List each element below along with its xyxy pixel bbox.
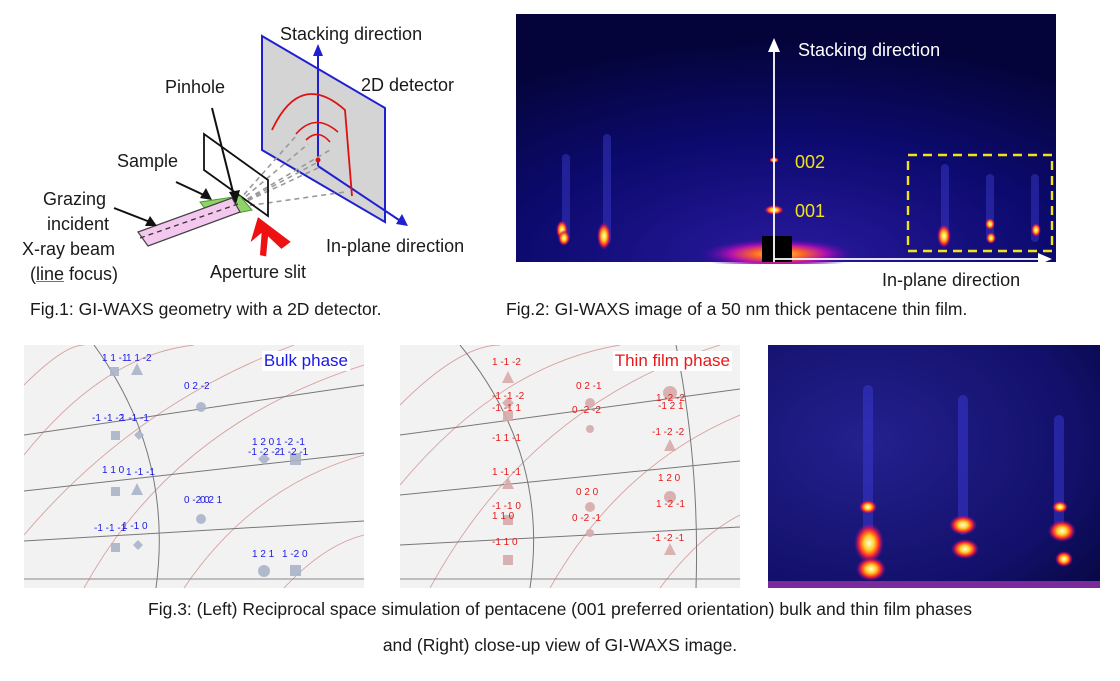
fig3-thin-panel: Thin film phase 1 -1 -2 -1 -1 -2-1 -1 1 -1… (400, 345, 740, 588)
label-stacking-direction: Stacking direction (280, 24, 423, 44)
bulk-miller-label: 0 2 1 (200, 495, 223, 506)
stacking-arrow-head (768, 38, 780, 52)
fig2-label-001: 001 (795, 201, 826, 221)
label-pinhole: Pinhole (165, 77, 226, 97)
bulk-miller-label: -1 -1 -2 (92, 413, 125, 424)
thin-miller-label: 1 -2 -1 (656, 499, 685, 510)
diffraction-arc-outer (271, 93, 353, 197)
bulk-miller-label: -1 -2 -2 (248, 447, 281, 458)
thin-miller-label: -1 1 -1 (492, 433, 521, 444)
label-aperture-slit: Aperture slit (210, 262, 307, 282)
aperture-arrow (250, 217, 291, 257)
inplane-arrow-head (1038, 253, 1052, 264)
thin-miller-label: -1 2 1 (658, 401, 684, 412)
geometry-diagram (113, 34, 408, 257)
fig2-label-in-plane: In-plane direction (882, 270, 1021, 290)
fig2-label-002: 002 (795, 152, 826, 172)
bulk-miller-label: 1 1 0 (102, 465, 125, 476)
fig3-closeup-image (768, 345, 1100, 588)
thin-miller-label: -1 -1 0 (492, 501, 521, 512)
fig3-caption-line2: and (Right) close-up view of GI-WAXS ima… (382, 635, 738, 655)
bulk-miller-label: 1 2 0 (252, 437, 275, 448)
bulk-miller-label: 1 -1 -1 (120, 413, 149, 424)
fig2-label-stacking: Stacking direction (798, 40, 941, 60)
bulk-title: Bulk phase (261, 351, 350, 371)
thin-miller-label: 0 2 -1 (576, 381, 602, 392)
pinhole-frame (203, 132, 269, 218)
bulk-miller-label: 1 2 1 (252, 549, 275, 560)
bulk-miller-label: -1 -2 -1 (276, 447, 309, 458)
bulk-miller-label: 1 -2 0 (282, 549, 308, 560)
label-grazing: Grazing (43, 189, 107, 209)
thin-miller-label: 1 -1 -2 (492, 357, 521, 368)
figure-1: Stacking direction Pinhole 2D detector S… (0, 0, 500, 330)
label-in-plane-direction: In-plane direction (326, 236, 465, 256)
fig3-caption-line1: Fig.3: (Left) Reciprocal space simulatio… (148, 599, 972, 619)
thin-miller-label: -1 1 0 (492, 537, 518, 548)
thin-miller-label: -1 -2 -1 (652, 533, 685, 544)
thin-miller-label: 1 2 0 (658, 473, 681, 484)
giwaxs-image (516, 14, 1056, 264)
stacking-arrow-head (313, 44, 323, 56)
thin-title: Thin film phase (612, 351, 732, 371)
figure-2: Stacking direction 002 001 In-plane dire… (500, 0, 1120, 330)
thin-miller-label: 1 -1 -1 (492, 467, 521, 478)
label-line: line (36, 264, 65, 284)
fig2-caption: Fig.2: GI-WAXS image of a 50 nm thick pe… (506, 299, 968, 319)
thin-miller-label: -1 -1 -2 (492, 391, 525, 402)
bulk-miller-label: 1 -1 0 (122, 521, 148, 532)
label-line-focus: (line focus) (30, 264, 119, 284)
detector-plane (261, 34, 386, 224)
bulk-miller-label: 1 -2 -1 (276, 437, 305, 448)
bulk-miller-label: 0 -2 0 (184, 495, 210, 506)
label-xray-beam: X-ray beam (22, 239, 116, 259)
thin-miller-label: 1 1 0 (492, 511, 515, 522)
xray-beam (137, 197, 241, 247)
bulk-miller-label: 0 2 -2 (184, 381, 210, 392)
label-2d-detector: 2D detector (361, 75, 455, 95)
bulk-miller-label: 1 1 -1 (102, 353, 128, 364)
label-focus: focus) (64, 264, 119, 284)
thin-miller-label: 0 -2 -1 (572, 513, 601, 524)
fig1-caption: Fig.1: GI-WAXS geometry with a 2D detect… (30, 299, 382, 319)
thin-miller-label: 0 -2 -2 (572, 405, 601, 416)
label-sample: Sample (117, 151, 179, 171)
thin-miller-label: 1 -2 -2 (656, 393, 685, 404)
thin-miller-label: 0 2 0 (576, 487, 599, 498)
bulk-miller-label: 1 -1 -1 (126, 467, 155, 478)
bulk-miller-label: 1 1 -2 (126, 353, 152, 364)
label-incident: incident (47, 214, 110, 234)
beam-stop (762, 236, 792, 262)
thin-miller-label: -1 -1 1 (492, 403, 521, 414)
bulk-miller-label: -1 -1 -1 (94, 523, 127, 534)
inplane-arrow-head (396, 214, 408, 226)
thin-miller-label: -1 -2 -2 (652, 427, 685, 438)
